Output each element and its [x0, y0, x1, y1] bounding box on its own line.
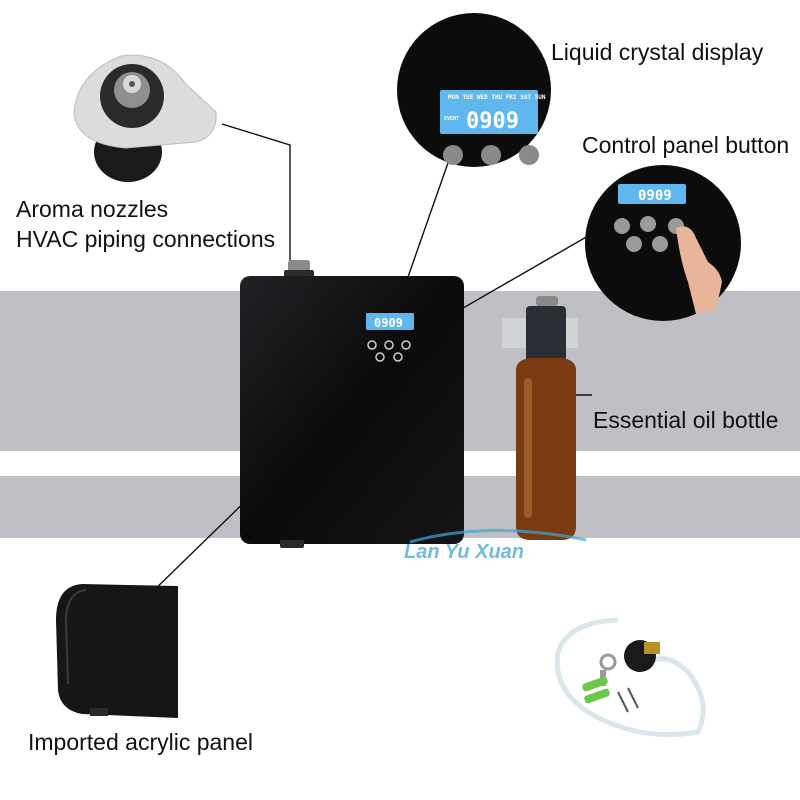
lcd-mode-text: EVENT: [444, 116, 459, 122]
diffuser-device: 0909: [240, 258, 464, 548]
label-hvac-piping: HVAC piping connections: [16, 226, 276, 252]
label-aroma-nozzles: Aroma nozzles: [16, 196, 169, 222]
minus-icon: [652, 236, 668, 252]
accessories: [548, 612, 714, 746]
essential-oil-bottle: [496, 294, 586, 544]
power-icon: [640, 216, 656, 232]
watermark-text: Lan Yu Xuan: [404, 541, 524, 563]
svg-text:0909: 0909: [638, 188, 672, 204]
plus-icon: [626, 236, 642, 252]
label-essential-oil-bottle: Essential oil bottle: [593, 407, 779, 433]
lcd-closeup: MON TUE WED THU FRI SAT SUN EVENT 0909: [396, 10, 552, 170]
control-panel-closeup: 0909: [584, 164, 742, 322]
watermark: Lan Yu Xuan: [404, 529, 587, 563]
label-lcd: Liquid crystal display: [551, 39, 764, 65]
svg-text:0909: 0909: [374, 316, 403, 330]
lcd-days-text: MON TUE WED THU FRI SAT SUN: [448, 94, 546, 101]
acrylic-panel-closeup: [52, 580, 182, 720]
menu-icon: [614, 218, 630, 234]
callout-line-nozzle: [221, 123, 291, 262]
lcd-time-text: 0909: [466, 109, 519, 134]
finger-icon: [676, 226, 722, 314]
label-acrylic-panel: Imported acrylic panel: [28, 729, 253, 755]
nozzle-closeup: [66, 44, 226, 189]
label-control-panel: Control panel button: [582, 132, 790, 158]
